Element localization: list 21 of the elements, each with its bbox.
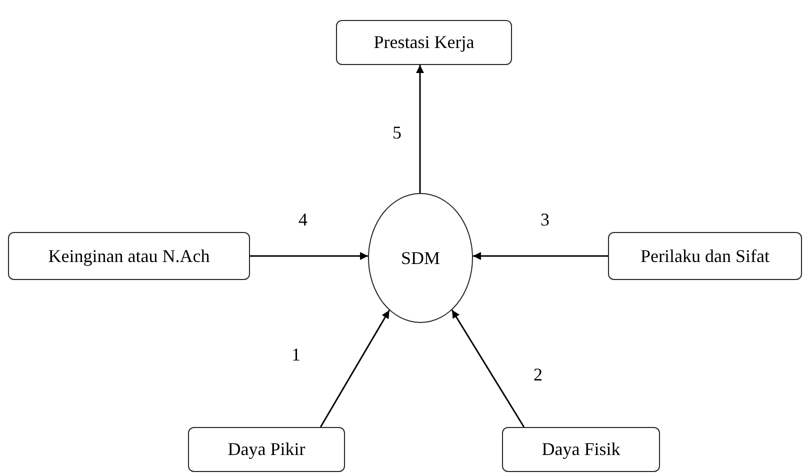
node-label: SDM xyxy=(400,248,440,268)
process-box xyxy=(502,427,660,472)
node-label: Prestasi Kerja xyxy=(374,32,474,53)
node-label: Daya Pikir xyxy=(228,439,306,460)
process-box xyxy=(188,427,345,472)
node-label: Perilaku dan Sifat xyxy=(640,246,770,266)
node-label: Daya Fisik xyxy=(542,439,620,460)
edge-label: 5 xyxy=(392,122,402,144)
arrow xyxy=(416,65,424,193)
process-box xyxy=(336,20,512,65)
arrow xyxy=(472,252,608,260)
arrow xyxy=(250,252,368,260)
arrow xyxy=(320,310,390,428)
process-box xyxy=(608,232,802,280)
edge-label: 4 xyxy=(298,210,308,230)
node-label: Keinginan atau N.Ach xyxy=(48,246,210,266)
edge-label: 2 xyxy=(534,364,542,386)
edge-label: 3 xyxy=(540,210,550,230)
edge-label: 1 xyxy=(292,344,300,366)
process-box xyxy=(8,232,250,280)
arrow xyxy=(451,310,525,428)
